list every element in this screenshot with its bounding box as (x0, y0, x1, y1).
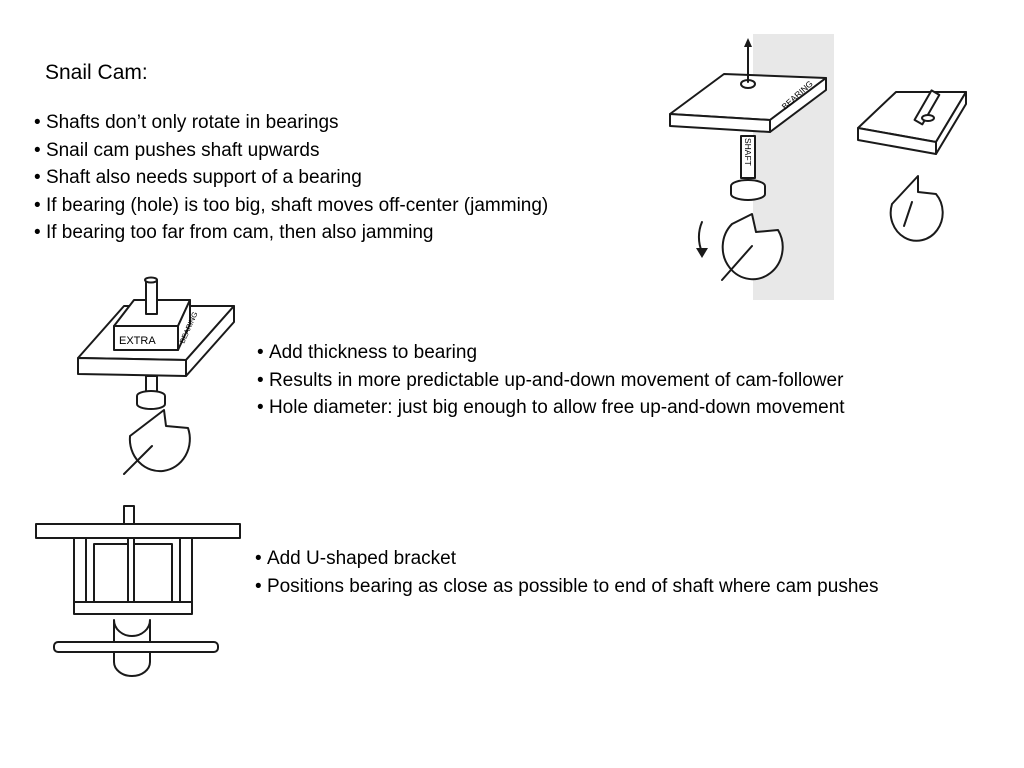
bullet-item: Shaft also needs support of a bearing (34, 164, 548, 192)
bullet-item: Positions bearing as close as possible t… (255, 573, 879, 601)
cam-axle (721, 245, 753, 281)
bullet-item: Add thickness to bearing (257, 339, 845, 367)
bracket-right-arm (179, 537, 193, 609)
shaft (913, 89, 941, 126)
extra-bearing-figure: EXTRA BEARING (77, 276, 235, 475)
rotation-arrow-icon (696, 248, 708, 258)
shaft (123, 505, 135, 525)
assembled-cam-figure (857, 89, 967, 242)
cam-axle (903, 201, 913, 227)
bullet-item: Add U-shaped bracket (255, 545, 878, 573)
snail-cam (889, 175, 944, 242)
top-plate (35, 523, 241, 539)
bracket-base (73, 601, 193, 615)
intro-bullet-list: Shafts don’t only rotate in bearings Sna… (34, 109, 548, 247)
bullet-item: Shafts don’t only rotate in bearings (34, 109, 548, 137)
shaft (740, 135, 756, 179)
u-bracket-figure (35, 505, 241, 677)
bullet-item: Snail cam pushes shaft upwards (34, 137, 548, 165)
bullet-item: If bearing (hole) is too big, shaft move… (34, 192, 548, 220)
exploded-cam-figure: BEARING SHAFT (669, 34, 834, 300)
cam-axle (123, 445, 153, 475)
cam-axle (53, 641, 219, 653)
shaft-label: SHAFT (743, 138, 753, 166)
extra-label: EXTRA (119, 335, 156, 347)
thickness-bullet-list: Add thickness to bearing Results in more… (257, 339, 845, 422)
slide-title: Snail Cam: (45, 61, 148, 84)
bullet-item: Results in more predictable up-and-down … (257, 367, 845, 395)
bracket-bullet-list: Add U-shaped bracket Positions bearing a… (255, 545, 879, 601)
bullet-item: Hole diameter: just big enough to allow … (257, 394, 845, 422)
bracket-left-arm (73, 537, 87, 609)
bullet-item: If bearing too far from cam, then also j… (34, 219, 548, 247)
shaft (145, 279, 158, 315)
snail-cam (128, 409, 191, 473)
